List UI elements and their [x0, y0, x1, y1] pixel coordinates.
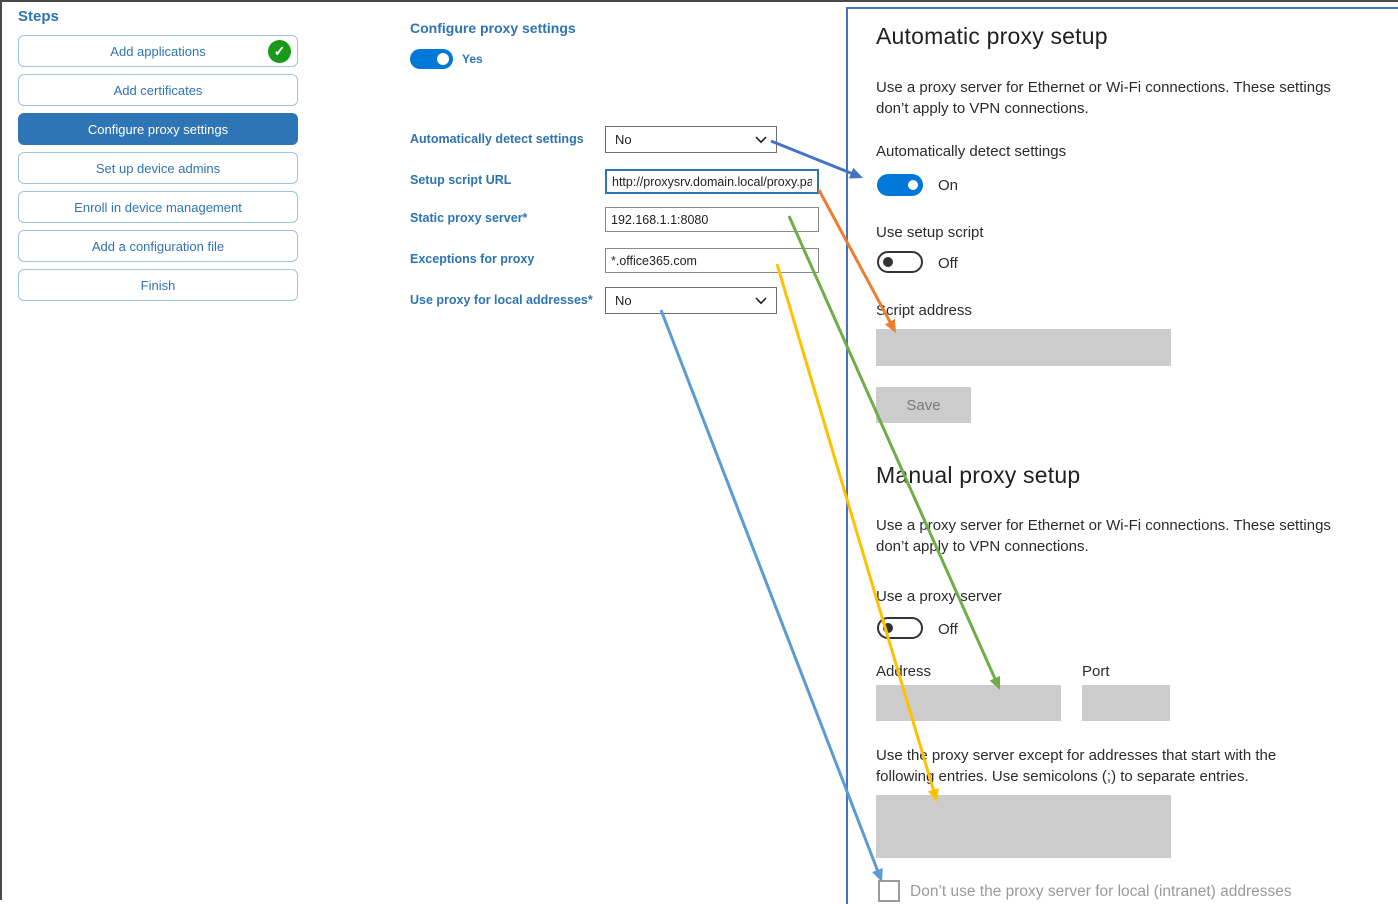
chevron-down-icon [755, 296, 767, 304]
manual-proxy-description: Use a proxy server for Ethernet or Wi-Fi… [876, 517, 1331, 555]
step-finish[interactable]: Finish [18, 269, 298, 301]
window-border-bottom [0, 0, 846, 2]
form-title: Configure proxy settings [410, 20, 576, 36]
save-button[interactable]: Save [876, 387, 971, 423]
step-label: Configure proxy settings [87, 121, 229, 137]
script-address-input[interactable] [876, 329, 1171, 366]
configure-proxy-toggle[interactable] [410, 49, 453, 69]
step-add-certificates[interactable]: Add certificates [18, 74, 298, 106]
auto-detect-settings-setting-label: Automatically detect settings [876, 143, 1067, 160]
proxy-exceptions-textarea[interactable] [876, 795, 1171, 858]
manual-proxy-setup-heading: Manual proxy setup [876, 462, 1081, 488]
local-addresses-checkbox[interactable] [878, 880, 900, 902]
use-setup-script-toggle-state: Off [938, 255, 958, 272]
step-label: Enroll in device management [74, 199, 242, 215]
steps-title: Steps [18, 8, 59, 25]
address-input[interactable] [876, 685, 1061, 721]
step-configure-proxy-settings[interactable]: Configure proxy settings [18, 113, 298, 145]
use-setup-script-label: Use setup script [876, 224, 984, 241]
automatic-proxy-description: Use a proxy server for Ethernet or Wi-Fi… [876, 79, 1331, 117]
automatic-proxy-setup-heading: Automatic proxy setup [876, 23, 1108, 49]
toggle-knob [883, 623, 893, 633]
step-enroll-in-device-management[interactable]: Enroll in device management [18, 191, 298, 223]
use-a-proxy-server-label: Use a proxy server [876, 588, 1002, 605]
exceptions-for-proxy-input[interactable] [605, 248, 819, 273]
toggle-knob [437, 53, 449, 65]
auto-detect-toggle-state: On [938, 177, 959, 194]
chevron-down-icon [755, 135, 767, 143]
auto-detect-settings-label: Automatically detect settings [410, 132, 584, 146]
proxy-exceptions-description: Use the proxy server except for addresse… [876, 747, 1277, 785]
step-set-up-device-admins[interactable]: Set up device admins [18, 152, 298, 184]
steps-panel: Steps Add applications ✓ Add certificate… [18, 8, 302, 308]
step-label: Add certificates [113, 82, 203, 98]
windows-proxy-settings-panel: Automatic proxy setup Use a proxy server… [846, 7, 1398, 904]
address-label: Address [876, 663, 932, 680]
use-proxy-local-dropdown[interactable]: No [605, 287, 777, 314]
setup-script-url-input[interactable] [605, 169, 819, 194]
exceptions-for-proxy-label: Exceptions for proxy [410, 252, 535, 266]
use-proxy-local-label: Use proxy for local addresses* [410, 293, 593, 307]
step-label: Finish [140, 277, 176, 293]
dropdown-value: No [615, 132, 632, 147]
use-a-proxy-server-toggle[interactable] [877, 617, 923, 639]
port-input[interactable] [1082, 685, 1170, 721]
use-setup-script-toggle[interactable] [877, 251, 923, 273]
completed-check-icon: ✓ [268, 40, 291, 63]
script-address-label: Script address [876, 302, 972, 319]
step-label: Add a configuration file [91, 238, 225, 254]
toggle-knob [908, 180, 918, 190]
local-addresses-checkbox-label: Don’t use the proxy server for local (in… [910, 883, 1292, 900]
port-label: Port [1082, 663, 1110, 680]
dropdown-value: No [615, 293, 632, 308]
step-label: Set up device admins [95, 160, 221, 176]
use-a-proxy-server-toggle-state: Off [938, 621, 958, 638]
configure-proxy-toggle-label: Yes [462, 52, 483, 66]
step-add-a-configuration-file[interactable]: Add a configuration file [18, 230, 298, 262]
step-add-applications[interactable]: Add applications ✓ [18, 35, 298, 67]
auto-detect-toggle[interactable] [877, 174, 923, 196]
toggle-knob [883, 257, 893, 267]
window-divider [0, 0, 2, 900]
step-label: Add applications [110, 43, 206, 59]
auto-detect-settings-dropdown[interactable]: No [605, 126, 777, 153]
static-proxy-server-input[interactable] [605, 207, 819, 232]
setup-script-url-label: Setup script URL [410, 173, 512, 187]
static-proxy-server-label: Static proxy server* [410, 211, 528, 225]
